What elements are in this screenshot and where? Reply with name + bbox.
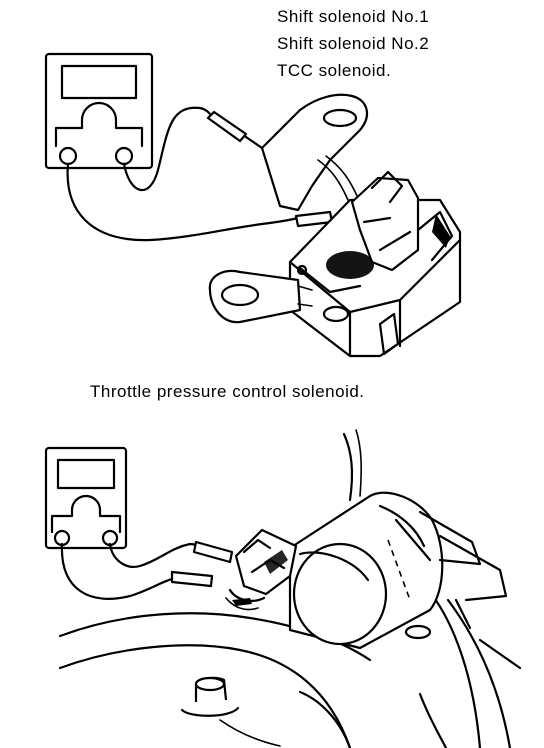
label-shift-solenoid-1: Shift solenoid No.1 xyxy=(277,7,430,26)
label-shift-solenoid-2: Shift solenoid No.2 xyxy=(277,34,430,53)
test-lead-lower xyxy=(66,162,300,242)
bottom-figure xyxy=(44,429,522,748)
test-lead-upper xyxy=(122,106,218,191)
test-lead-upper-bottom xyxy=(108,542,212,568)
bolt-icon xyxy=(404,624,432,640)
bolt-icon xyxy=(180,676,240,717)
label-tcc-solenoid: TCC solenoid. xyxy=(277,61,392,80)
probe-upper-bottom xyxy=(192,540,234,564)
solenoid-icon xyxy=(208,93,462,358)
top-figure xyxy=(44,52,462,358)
ohmmeter-icon xyxy=(44,446,128,550)
probe-upper xyxy=(206,110,264,150)
solenoid-icon xyxy=(225,491,522,670)
label-throttle-pressure-solenoid: Throttle pressure control solenoid. xyxy=(90,382,365,401)
probe-lower-bottom xyxy=(170,570,214,588)
ohmmeter-icon xyxy=(44,52,154,170)
test-lead-lower-bottom xyxy=(60,542,178,600)
